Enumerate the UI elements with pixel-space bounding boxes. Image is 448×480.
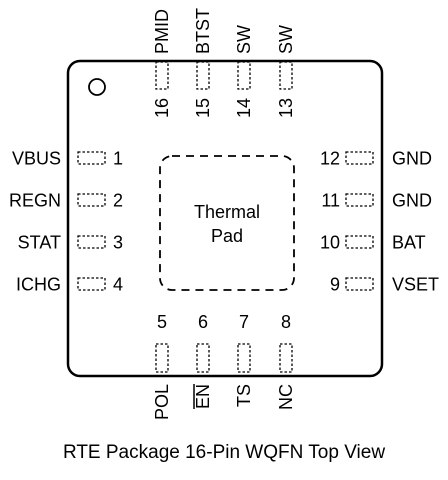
left-pin-number-4: 4 [113,275,123,295]
left-pin-name-4: ICHG [16,275,61,295]
left-pin-pad-2 [77,193,106,207]
right-pin-name-12: GND [392,149,432,169]
thermal-pad-label-line2: Pad [211,226,243,246]
thermal-pad-label-line1: Thermal [194,202,260,222]
bottom-pin-name-7: TS [234,384,254,407]
right-pin-number-10: 10 [320,233,340,253]
right-pin-pad-12 [345,151,374,165]
bottom-pin-pad-7 [237,343,251,373]
package-body [66,59,384,378]
diagram-caption: RTE Package 16-Pin WQFN Top View [62,442,386,463]
right-pin-name-11: GND [392,191,432,211]
top-pin-name-13: SW [276,25,296,54]
right-pin-pad-11 [345,193,374,207]
top-pin-name-14: SW [234,25,254,54]
right-pin-pad-9 [345,277,374,291]
right-pin-number-11: 11 [321,191,340,211]
top-pin-number-16: 16 [152,98,172,118]
top-pin-pad-16 [155,61,169,90]
left-pin-name-2: REGN [9,191,61,211]
bottom-pin-number-7: 7 [239,312,249,332]
bottom-pin-pad-5 [155,343,169,373]
right-pin-pad-10 [345,235,374,249]
top-pin-pad-13 [279,61,293,90]
bottom-pin-name-6: EN [193,384,213,409]
right-pin-name-10: BAT [392,233,426,253]
bottom-pin-number-8: 8 [281,312,291,332]
top-pin-name-16: PMID [152,9,172,54]
left-pin-name-3: STAT [18,233,61,253]
pinout-diagram: Thermal Pad 16 PMID 15 BTST 14 SW 13 SW 1 VBUS 2 RE… [9,8,439,420]
left-pin-name-1: VBUS [12,149,61,169]
left-pin-number-2: 2 [113,191,123,211]
top-pin-number-15: 15 [193,98,213,118]
top-pin-pad-15 [196,61,210,90]
left-pin-pad-4 [77,277,106,291]
bottom-pin-pad-6 [196,343,210,373]
left-pin-pad-1 [77,151,106,165]
left-pin-number-1: 1 [113,149,123,169]
bottom-pin-pad-8 [279,343,293,373]
right-pin-number-12: 12 [320,149,340,169]
bottom-pin-number-6: 6 [198,312,208,332]
top-pin-pad-14 [237,61,251,90]
bottom-pin-name-8: NC [276,384,296,410]
thermal-pad [159,155,295,291]
top-pin-name-15: BTST [193,8,213,54]
left-pin-pad-3 [77,235,106,249]
pins-layer: 16 PMID 15 BTST 14 SW 13 SW 1 VBUS 2 REGN 3 STAT 4 ICHG… [9,8,439,420]
pin1-marker [88,78,106,96]
right-pin-name-9: VSET [392,275,439,295]
bottom-pin-number-5: 5 [157,312,167,332]
top-pin-number-13: 13 [276,98,296,118]
bottom-pin-name-5: POL [152,384,172,420]
left-pin-number-3: 3 [113,233,123,253]
right-pin-number-9: 9 [330,275,340,295]
top-pin-number-14: 14 [234,98,254,118]
